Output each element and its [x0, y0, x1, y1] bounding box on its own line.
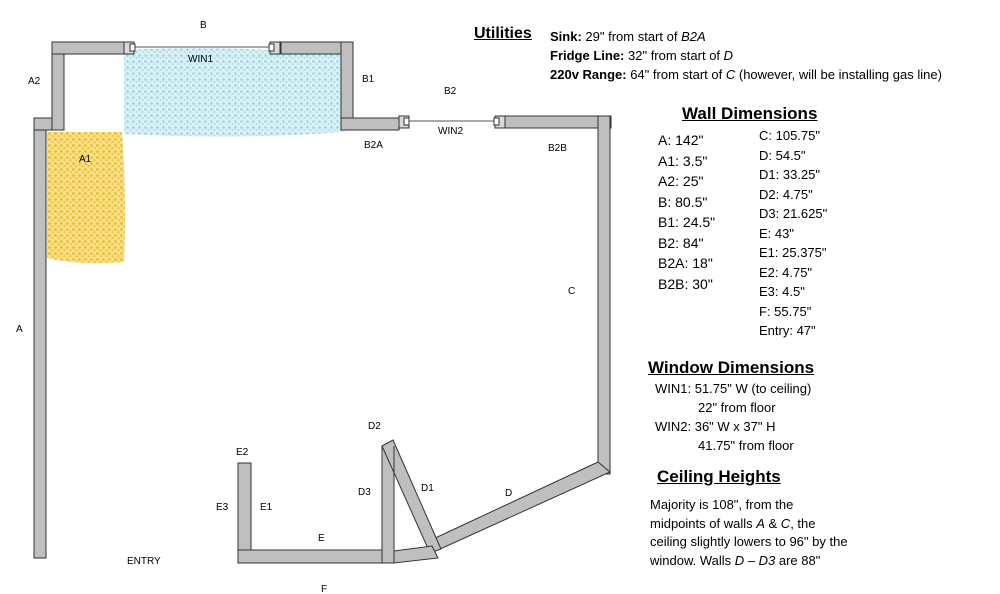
dim-d2: D2: 4.75": [759, 186, 813, 202]
dim-e3: E3: 4.5": [759, 284, 805, 299]
win1-height: 22" from floor: [698, 400, 776, 415]
wall-dimensions-right: C: 105.75" D: 54.5" D1: 33.25" D2: 4.75"…: [759, 126, 827, 341]
ceiling-line-4: window. Walls D – D3 are 88": [650, 552, 821, 568]
window-dimensions-list: WIN1: 51.75" W (to ceiling) 22" from flo…: [655, 379, 811, 455]
label-b2a: B2A: [364, 140, 383, 151]
dim-e2: E2: 4.75": [759, 264, 813, 280]
dim-b2b: B2B: 30": [658, 275, 713, 292]
utilities-list: Sink: 29" from start of B2A Fridge Line:…: [550, 27, 942, 84]
label-d: D: [505, 488, 512, 499]
label-b2b: B2B: [548, 143, 567, 154]
counter-area-a1: [47, 132, 126, 264]
dim-a2: A2: 25": [658, 173, 704, 189]
utility-fridge: Fridge Line: 32" from start of D: [550, 48, 734, 63]
label-a: A: [16, 324, 23, 335]
utilities-heading: Utilities: [474, 25, 532, 42]
label-f: F: [321, 584, 327, 594]
label-e2: E2: [236, 447, 249, 458]
dim-b: B: 80.5": [658, 193, 708, 210]
ceiling-heights-heading: Ceiling Heights: [657, 467, 781, 486]
dim-b2: B2: 84": [658, 234, 704, 251]
win2-height: 41.75" from floor: [698, 438, 794, 453]
label-a1: A1: [79, 154, 92, 165]
label-d1: D1: [421, 483, 434, 494]
label-a2: A2: [28, 76, 41, 87]
counter-area-window: [124, 48, 345, 137]
utility-sink: Sink: 29" from start of B2A: [550, 29, 706, 44]
dim-d: D: 54.5": [759, 147, 806, 163]
wall-e2: [237, 462, 252, 564]
wall-b-left: [51, 41, 125, 55]
ceiling-line-3: ceiling slightly lowers to 96" by the: [650, 534, 848, 549]
wall-b2b: [504, 115, 612, 129]
win1-size: WIN1: 51.75" W (to ceiling): [655, 381, 812, 396]
dim-f: F: 55.75": [759, 303, 812, 319]
wall-d: [430, 461, 611, 551]
wall-a2: [51, 41, 65, 131]
utility-range: 220v Range: 64" from start of C (however…: [550, 67, 942, 82]
ceiling-line-1: Majority is 108", from the: [650, 497, 794, 512]
label-d2: D2: [368, 421, 381, 432]
dim-a: A: 142": [658, 132, 704, 148]
label-e: E: [318, 533, 325, 544]
wall-dimensions-heading: Wall Dimensions: [682, 104, 818, 123]
label-b1: B1: [362, 74, 375, 85]
wall-dimensions-left: A: 142" A1: 3.5" A2: 25" B: 80.5" B1: 24…: [658, 130, 715, 294]
wall-f-stub: [393, 545, 439, 564]
window-win1: [123, 41, 281, 55]
wall-e: [237, 549, 395, 564]
label-b2: B2: [444, 86, 457, 97]
label-e3: E3: [216, 502, 229, 513]
label-win2: WIN2: [438, 126, 463, 137]
wall-d1: [381, 439, 442, 554]
wall-a: [33, 117, 47, 559]
wall-c: [597, 115, 611, 475]
win2-size: WIN2: 36" W x 37" H: [655, 419, 776, 434]
label-win1: WIN1: [188, 54, 213, 65]
dim-entry: Entry: 47": [759, 323, 816, 338]
dim-b2a: B2A: 18": [658, 255, 713, 271]
label-e1: E1: [260, 502, 273, 513]
label-b: B: [200, 20, 207, 31]
ceiling-heights-text: Majority is 108", from the midpoints of …: [650, 496, 848, 570]
label-c: C: [568, 286, 575, 297]
floor-plan: B WIN1 A2 B1 B2 B2A WIN2 B2B A1 C A D2 E…: [16, 20, 612, 594]
wall-b1: [340, 41, 354, 131]
dim-d1: D1: 33.25": [759, 167, 820, 182]
dim-e: E: 43": [759, 225, 794, 241]
label-entry: ENTRY: [127, 556, 161, 567]
wall-b2a: [340, 117, 400, 131]
dim-e1: E1: 25.375": [759, 245, 827, 260]
dim-a1: A1: 3.5": [658, 152, 708, 169]
dim-d3: D3: 21.625": [759, 206, 828, 221]
dim-c: C: 105.75": [759, 128, 820, 143]
label-d3: D3: [358, 487, 371, 498]
window-win2: [398, 115, 506, 129]
window-dimensions-heading: Window Dimensions: [648, 358, 815, 377]
dim-b1: B1: 24.5": [658, 214, 716, 230]
ceiling-line-2: midpoints of walls A & C, the: [650, 515, 816, 531]
